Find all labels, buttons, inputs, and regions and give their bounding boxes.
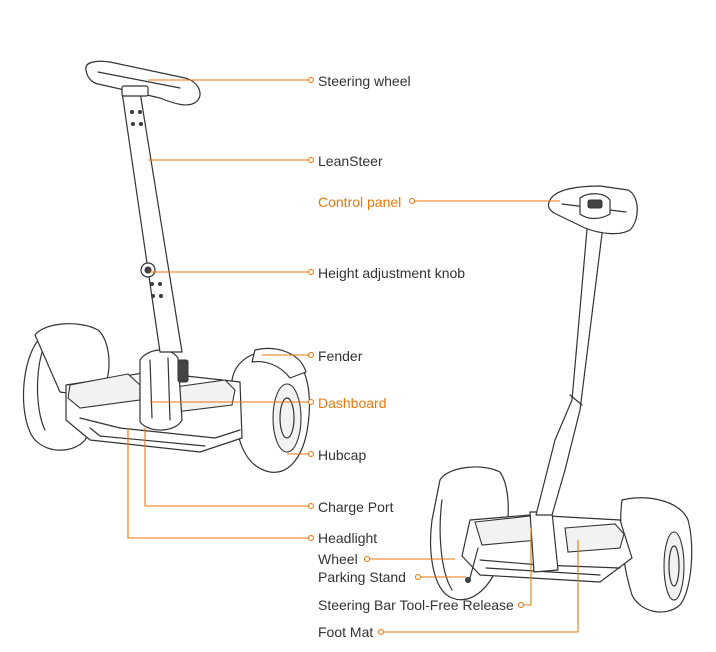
label-foot-mat: Foot Mat: [318, 624, 374, 640]
label-headlight: Headlight: [318, 530, 378, 546]
label-parking-stand: Parking Stand: [318, 569, 406, 585]
label-control-panel: Control panel: [318, 194, 402, 210]
label-charge-port: Charge Port: [318, 499, 394, 515]
label-dashboard: Dashboard: [318, 395, 387, 411]
label-leansteer: LeanSteer: [318, 153, 383, 169]
left-scooter: [22, 60, 310, 473]
label-steering-bar-release: Steering Bar Tool-Free Release: [318, 597, 514, 613]
leader-lines: [127, 76, 579, 636]
label-wheel: Wheel: [318, 551, 358, 567]
label-hubcap: Hubcap: [318, 447, 367, 463]
right-scooter: [430, 185, 693, 613]
label-fender: Fender: [318, 348, 363, 364]
label-height-adjustment-knob: Height adjustment knob: [318, 265, 466, 281]
label-steering-wheel: Steering wheel: [318, 73, 411, 89]
